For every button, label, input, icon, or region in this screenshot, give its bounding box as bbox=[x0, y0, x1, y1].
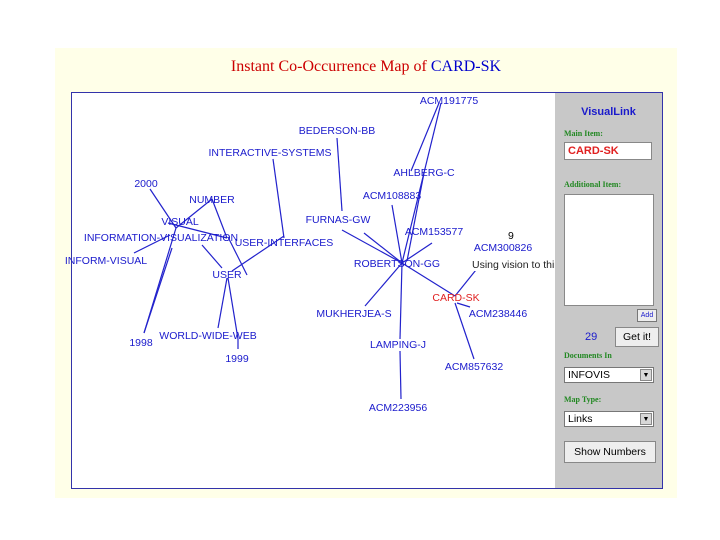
edge bbox=[363, 232, 403, 264]
show-numbers-button[interactable]: Show Numbers bbox=[564, 441, 656, 463]
node-robertson-gg[interactable]: ROBERTSON-GG bbox=[353, 257, 441, 270]
node-2000[interactable]: 2000 bbox=[134, 177, 158, 190]
node-visual[interactable]: VISUAL bbox=[161, 215, 199, 228]
main-item-input[interactable]: CARD-SK bbox=[564, 142, 652, 160]
node-acm223956[interactable]: ACM223956 bbox=[368, 401, 428, 414]
node-user[interactable]: USER bbox=[212, 268, 242, 281]
chevron-down-icon[interactable]: ▼ bbox=[640, 369, 652, 381]
edge bbox=[133, 234, 171, 254]
edge bbox=[227, 236, 248, 276]
edge bbox=[391, 204, 403, 264]
additional-item-label: Additional Item: bbox=[564, 180, 622, 189]
edge bbox=[231, 235, 285, 272]
map-type-label: Map Type: bbox=[564, 395, 602, 404]
visuallink-panel: VisualLink Main Item: CARD-SK Additional… bbox=[555, 93, 662, 488]
edge bbox=[399, 350, 402, 400]
node-world-wide-web[interactable]: WORLD-WIDE-WEB bbox=[159, 329, 257, 342]
node-1998[interactable]: 1998 bbox=[129, 336, 153, 349]
main-item-label: Main Item: bbox=[564, 129, 603, 138]
node-acm153577[interactable]: ACM153577 bbox=[404, 225, 464, 238]
title-prefix: Instant Co-Occurrence Map of bbox=[230, 58, 431, 75]
node-acm857632[interactable]: ACM857632 bbox=[444, 360, 504, 373]
edge bbox=[167, 222, 228, 239]
node-card-sk[interactable]: CARD-SK bbox=[432, 291, 480, 304]
node-user-interfaces[interactable]: USER-INTERFACES bbox=[234, 236, 334, 249]
node-information-visualization[interactable]: INFORMATION-VISUALIZATION bbox=[83, 231, 239, 244]
chevron-down-icon[interactable]: ▼ bbox=[640, 413, 652, 425]
documents-select[interactable]: INFOVIS ▼ bbox=[564, 367, 654, 383]
edge bbox=[227, 277, 239, 340]
panel-header: VisualLink bbox=[581, 106, 636, 118]
node-acm300826[interactable]: ACM300826 bbox=[473, 241, 533, 254]
get-it-button[interactable]: Get it! bbox=[615, 327, 659, 347]
map-type-select[interactable]: Links ▼ bbox=[564, 411, 654, 427]
map-type-select-value: Links bbox=[568, 413, 593, 425]
node-bederson-bb[interactable]: BEDERSON-BB bbox=[298, 124, 376, 137]
node-acm238446[interactable]: ACM238446 bbox=[468, 307, 528, 320]
co-occurrence-frame: Instant Co-Occurrence Map of CARD-SK bbox=[55, 48, 677, 498]
add-button[interactable]: Add bbox=[637, 309, 657, 322]
edge bbox=[201, 244, 223, 269]
node-furnas-gw[interactable]: FURNAS-GW bbox=[305, 213, 371, 226]
node-mukherjea-s[interactable]: MUKHERJEA-S bbox=[316, 307, 392, 320]
edge bbox=[143, 247, 173, 334]
node-1999[interactable]: 1999 bbox=[225, 352, 249, 365]
additional-item-textarea[interactable] bbox=[564, 194, 654, 306]
documents-select-value: INFOVIS bbox=[568, 369, 611, 381]
map-canvas: ACM191775 BEDERSON-BB INTERACTIVE-SYSTEM… bbox=[65, 92, 663, 489]
edge bbox=[211, 198, 228, 239]
node-lamping-j[interactable]: LAMPING-J bbox=[369, 338, 427, 351]
edge bbox=[454, 302, 475, 360]
node-interactive-systems[interactable]: INTERACTIVE-SYSTEMS bbox=[208, 146, 332, 159]
edge bbox=[456, 302, 471, 308]
edge bbox=[401, 262, 456, 297]
node-acm108883[interactable]: ACM108883 bbox=[362, 189, 422, 202]
edge bbox=[399, 262, 403, 340]
edge bbox=[272, 158, 285, 239]
tooltip-count: 9 bbox=[508, 230, 514, 242]
edge bbox=[336, 137, 343, 212]
edge bbox=[341, 229, 403, 264]
node-number[interactable]: NUMBER bbox=[189, 193, 235, 206]
title-focus: CARD-SK bbox=[430, 58, 502, 75]
edge bbox=[217, 277, 228, 329]
edge bbox=[406, 172, 425, 262]
documents-in-label: Documents In bbox=[564, 351, 612, 360]
node-acm191775[interactable]: ACM191775 bbox=[419, 94, 479, 107]
document-count: 29 bbox=[585, 331, 598, 343]
edge bbox=[410, 102, 440, 172]
node-inform-visual[interactable]: INFORM-VISUAL bbox=[64, 254, 148, 267]
edge bbox=[149, 188, 177, 229]
page-title: Instant Co-Occurrence Map of CARD-SK bbox=[55, 58, 677, 76]
edge bbox=[401, 242, 433, 264]
edge bbox=[175, 198, 213, 229]
node-ahlberg-c[interactable]: AHLBERG-C bbox=[393, 166, 455, 179]
edge bbox=[364, 262, 403, 307]
